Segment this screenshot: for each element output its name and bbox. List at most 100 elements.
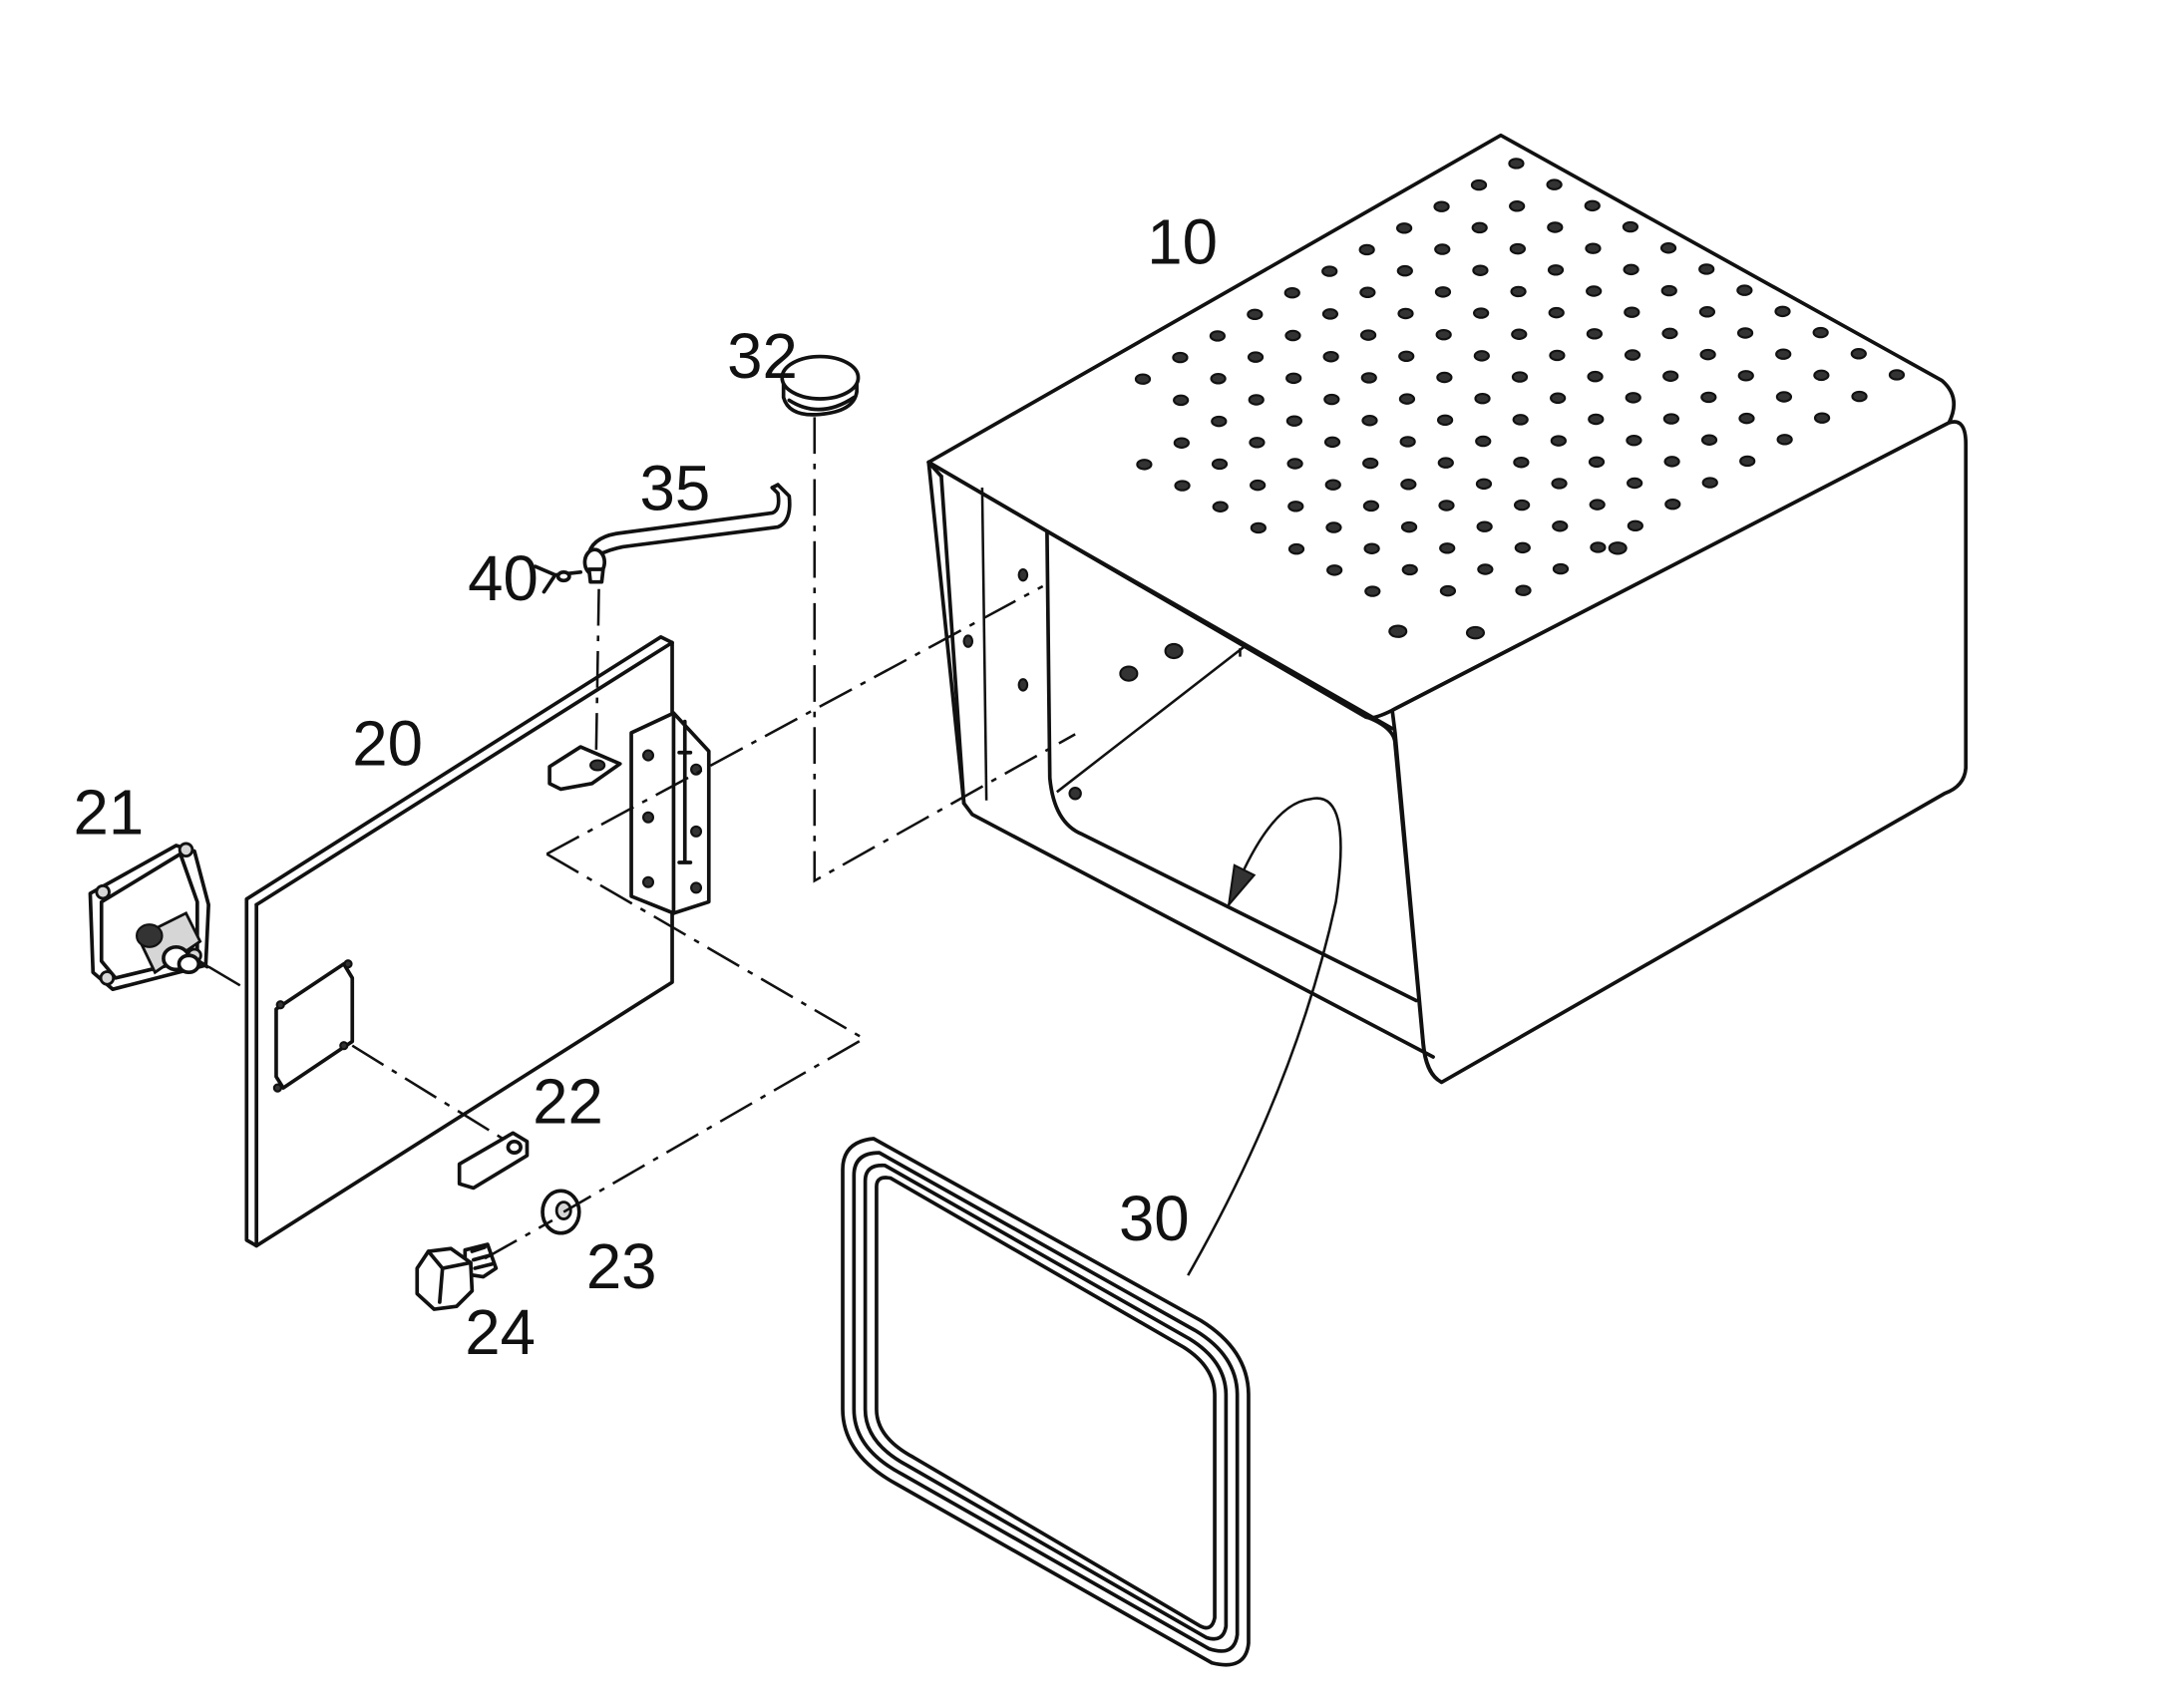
vent-hole [1888, 369, 1906, 381]
vent-hole [1471, 221, 1488, 234]
vent-hole [1360, 372, 1377, 384]
vent-hole [1627, 519, 1643, 532]
housing-part-10 [926, 133, 1969, 1085]
vent-hole [1436, 371, 1453, 384]
vent-hole [1698, 306, 1716, 318]
vent-hole [1850, 348, 1867, 360]
vent-hole [1509, 200, 1526, 212]
vent-hole [1359, 329, 1377, 341]
vent-hole [1813, 412, 1831, 424]
vent-hole [1248, 394, 1265, 406]
vent-hole [1362, 457, 1379, 470]
vent-hole [1476, 520, 1493, 532]
vent-hole [1209, 330, 1227, 342]
vent-hole [1627, 477, 1643, 490]
vent-hole [1812, 326, 1829, 339]
vent-hole [1513, 457, 1530, 469]
vent-hole [1396, 264, 1413, 277]
vent-hole [1776, 434, 1793, 446]
vent-hole [1434, 243, 1451, 255]
vent-hole [1626, 434, 1642, 447]
vent-hole [1470, 178, 1488, 191]
vent-hole [1550, 435, 1567, 447]
vent-hole [1472, 264, 1489, 276]
label-23: 23 [586, 1231, 657, 1302]
vent-hole [1736, 327, 1754, 339]
washer-part-23 [541, 1189, 581, 1235]
vent-hole [1211, 458, 1229, 471]
vent-hole [1700, 434, 1718, 446]
vent-hole [1738, 412, 1755, 425]
assembly-center-lines [207, 417, 1342, 1276]
vent-hole [1324, 479, 1341, 491]
vent-hole [1588, 413, 1605, 426]
vent-hole [1552, 562, 1570, 575]
vent-hole [1623, 263, 1639, 276]
vent-hole [1775, 391, 1793, 403]
vent-hole [1435, 328, 1452, 341]
vent-hole [1437, 457, 1454, 469]
vent-hole [1286, 458, 1303, 470]
vent-hole [1397, 307, 1414, 320]
vent-hole [1511, 371, 1529, 383]
vent-hole [1249, 437, 1266, 449]
vent-hole [1283, 286, 1300, 299]
vent-hole [1438, 500, 1455, 512]
label-40: 40 [468, 543, 539, 614]
vent-hole [1250, 521, 1267, 534]
vent-hole [1172, 351, 1189, 364]
vent-hole [1287, 501, 1304, 512]
vent-hole [1287, 542, 1305, 555]
vent-hole [1210, 373, 1227, 385]
gauge-part-21 [88, 842, 210, 992]
label-20: 20 [352, 708, 423, 779]
vent-hole [1510, 285, 1527, 298]
gasket-part-30 [841, 1137, 1251, 1667]
vent-hole [1475, 435, 1492, 448]
vent-hole [1625, 392, 1641, 404]
vent-hole [1587, 370, 1604, 383]
vent-hole [1737, 370, 1754, 382]
vent-hole [1434, 286, 1452, 298]
label-24: 24 [465, 1297, 536, 1368]
vent-hole [1326, 564, 1343, 576]
vent-hole [1321, 308, 1339, 320]
vent-hole [1361, 415, 1378, 427]
vent-hole [1395, 222, 1413, 234]
vent-hole [1547, 264, 1565, 276]
vent-hole [1659, 242, 1677, 254]
vent-hole [1285, 415, 1303, 427]
vent-hole [1512, 414, 1529, 426]
vent-hole [1514, 541, 1531, 554]
vent-hole [1173, 437, 1190, 449]
vent-hole [1358, 243, 1375, 256]
vent-hole [1174, 480, 1191, 492]
vent-hole [1736, 284, 1753, 296]
tab-part-22 [457, 1131, 530, 1191]
vent-hole [1285, 372, 1302, 385]
vent-hole [1624, 306, 1640, 318]
vent-hole [1321, 265, 1338, 277]
vent-hole [1474, 392, 1491, 405]
vent-hole [1401, 563, 1418, 576]
vent-hole [1364, 585, 1381, 597]
vent-hole [1775, 348, 1792, 360]
vent-hole [1739, 455, 1756, 468]
vent-hole [1173, 394, 1190, 407]
vent-hole [1588, 456, 1606, 469]
vent-hole [1325, 521, 1342, 533]
label-30: 30 [1119, 1184, 1190, 1254]
vent-hole [1400, 479, 1417, 491]
vent-hole [1548, 306, 1565, 319]
vent-hole [1508, 158, 1525, 170]
vent-hole [1322, 350, 1339, 363]
vent-hole [1136, 459, 1153, 471]
vent-hole [1400, 520, 1418, 533]
vent-hole [1664, 498, 1681, 511]
vent-hole [1433, 200, 1450, 212]
vent-hole [1774, 305, 1791, 318]
vent-hole [1511, 328, 1528, 340]
vent-hole [1701, 477, 1718, 489]
vent-hole [1212, 501, 1229, 512]
vent-hole [1250, 479, 1267, 492]
